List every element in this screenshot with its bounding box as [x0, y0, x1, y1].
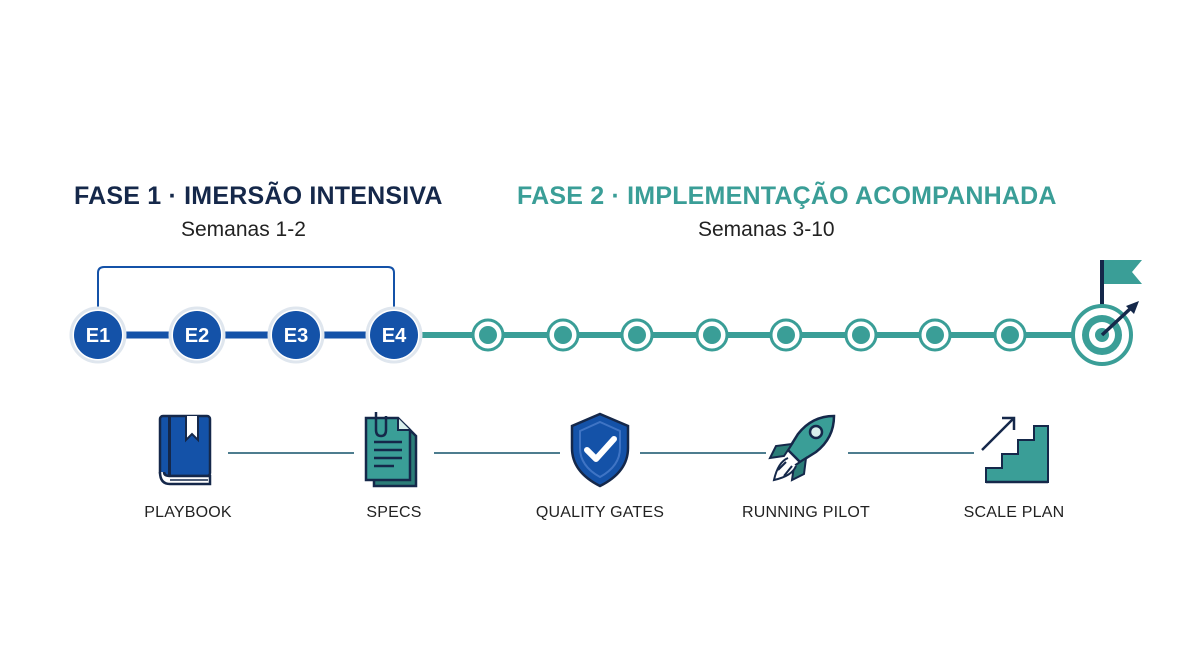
week-node: [844, 318, 878, 352]
deliverable-specs: SPECS: [304, 410, 484, 522]
phase-2-title: FASE 2 · IMPLEMENTAÇÃO ACOMPANHADA: [517, 182, 1057, 210]
deliverable-playbook: PLAYBOOK: [98, 410, 278, 522]
week-node: [993, 318, 1027, 352]
step-node-e3: E3: [267, 306, 325, 364]
week-node: [769, 318, 803, 352]
document-icon: [364, 412, 418, 488]
connector-line: [640, 452, 766, 454]
deliverable-quality-gates: QUALITY GATES: [510, 410, 690, 522]
timeline: E1 E2 E3 E4: [69, 260, 1142, 366]
connector-line: [228, 452, 354, 454]
connector-line: [848, 452, 974, 454]
book-icon: [158, 414, 212, 486]
step-node-e1: E1: [69, 306, 127, 364]
deliverable-label: SPECS: [366, 504, 422, 521]
deliverable-label: SCALE PLAN: [963, 504, 1065, 521]
deliverable-label: RUNNING PILOT: [742, 504, 870, 521]
week-node: [546, 318, 580, 352]
phase-1-weeks: Semanas 1-2: [181, 218, 306, 241]
step-label-e3: E3: [284, 325, 308, 347]
phase-1-title: FASE 1 · IMERSÃO INTENSIVA: [74, 182, 443, 210]
rocket-icon: [768, 414, 836, 482]
week-node: [918, 318, 952, 352]
step-label-e4: E4: [382, 325, 407, 347]
step-label-e1: E1: [86, 325, 110, 347]
deliverable-label: QUALITY GATES: [535, 504, 665, 521]
week-node: [695, 318, 729, 352]
deliverable-scale-plan: SCALE PLAN: [924, 410, 1104, 522]
step-label-e2: E2: [185, 325, 209, 347]
connector-line: [434, 452, 560, 454]
shield-check-icon: [570, 412, 630, 488]
week-node: [471, 318, 505, 352]
target-flag-icon: [1071, 260, 1142, 366]
step-node-e2: E2: [168, 306, 226, 364]
week-node: [620, 318, 654, 352]
deliverable-running-pilot: RUNNING PILOT: [716, 410, 896, 522]
stairs-icon: [981, 416, 1049, 484]
step-node-e4: E4: [365, 306, 423, 364]
phase-2-weeks: Semanas 3-10: [698, 218, 835, 241]
phase-1-bracket: [97, 266, 395, 308]
deliverable-label: PLAYBOOK: [144, 504, 232, 521]
